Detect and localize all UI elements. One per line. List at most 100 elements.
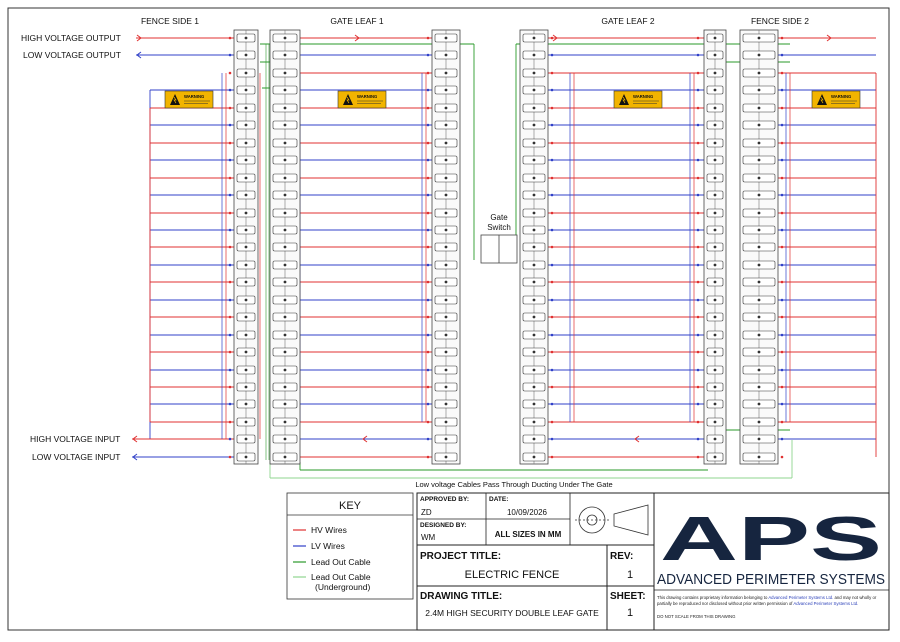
wire-node [426, 106, 430, 110]
wire-node [228, 141, 232, 145]
insulator-pin [532, 245, 536, 249]
title-block [416, 492, 890, 631]
disclaimer-link-1[interactable]: Advanced Perimeter Systems Ltd. [768, 595, 833, 600]
wire-node [228, 211, 232, 215]
wire-node [426, 333, 430, 337]
wire-node [426, 193, 430, 197]
wire-node [228, 36, 232, 40]
wire-node [696, 298, 700, 302]
warning-sign: WARNING [613, 90, 663, 109]
insulator-pin [713, 245, 717, 249]
sizes-note: ALL SIZES IN MM [495, 530, 562, 539]
wire-node [696, 333, 700, 337]
wire-node [426, 53, 430, 57]
warning-sign: WARNING [337, 90, 387, 109]
insulator-pin [713, 106, 717, 110]
post-layer [233, 29, 779, 465]
insulator-pin [244, 245, 248, 249]
wire-node [228, 228, 232, 232]
wire-node [426, 228, 430, 232]
insulator-pin [757, 141, 761, 145]
wire-node [696, 437, 700, 441]
insulator-pin [713, 228, 717, 232]
wire-node [780, 402, 784, 406]
arrow-right-icon [136, 34, 142, 42]
insulator-pin [757, 420, 761, 424]
key-box: KEY HV Wires LV Wires Lead Out Cable Lea… [286, 492, 414, 600]
wire-node [228, 455, 232, 459]
insulator-pin [283, 402, 287, 406]
insulator-pin [444, 228, 448, 232]
wire-node [696, 455, 700, 459]
wire-node [780, 53, 784, 57]
approved-by-value: ZD [421, 508, 432, 517]
insulator-pin [444, 420, 448, 424]
section-title-fence-side-2: FENCE SIDE 2 [751, 16, 809, 26]
project-title-label: PROJECT TITLE: [420, 551, 501, 562]
section-title-fence-side-1: FENCE SIDE 1 [141, 16, 199, 26]
insulator-pin [444, 350, 448, 354]
insulator-pin [757, 298, 761, 302]
wire-node [426, 245, 430, 249]
insulator-pin [444, 402, 448, 406]
insulator-pin [532, 385, 536, 389]
disclaimer-link-2[interactable]: Advanced Perimeter Systems Ltd. [793, 601, 858, 606]
warning-sign: WARNING [811, 90, 861, 109]
wire-node [550, 368, 554, 372]
third-angle-projection-icon [575, 504, 649, 536]
wire-node [696, 211, 700, 215]
insulator-pin [713, 193, 717, 197]
arrow-right-icon [552, 34, 558, 42]
wire-node [780, 280, 784, 284]
insulator-pin [532, 53, 536, 57]
wire-node [550, 88, 554, 92]
wire-node [426, 88, 430, 92]
insulator-pin [283, 350, 287, 354]
warning-triangle-icon [343, 94, 353, 105]
wire-node [780, 263, 784, 267]
insulator-pin [244, 315, 248, 319]
insulator-pin [713, 420, 717, 424]
designed-by-value: WM [421, 533, 436, 542]
sheet-label: SHEET: [610, 591, 646, 602]
wire-node [550, 333, 554, 337]
duct-note: Low voltage Cables Pass Through Ducting … [415, 480, 612, 489]
post-fence-side-2 [739, 29, 779, 465]
insulator-pin [244, 298, 248, 302]
wire-node [550, 106, 554, 110]
insulator-pin [244, 437, 248, 441]
insulator-pin [244, 385, 248, 389]
wire-node [550, 402, 554, 406]
post-gate-leaf-1-end [431, 29, 461, 465]
insulator-pin [444, 123, 448, 127]
arrow-left-icon [132, 435, 138, 443]
post-fence-side-1 [233, 29, 259, 465]
insulator-pin [244, 211, 248, 215]
wire-node [550, 123, 554, 127]
post-gate-leaf-1-hinge [269, 29, 301, 465]
wire-node [228, 71, 232, 75]
insulator-pin [757, 211, 761, 215]
insulator-pin [244, 420, 248, 424]
insulator-pin [532, 228, 536, 232]
insulator-pin [244, 263, 248, 267]
insulator-pin [757, 176, 761, 180]
lightning-icon [346, 96, 350, 104]
warning-sign-text: WARNING [357, 94, 377, 99]
wire-node [780, 333, 784, 337]
insulator-pin [283, 385, 287, 389]
rev-value: 1 [627, 569, 633, 581]
disclaimer-line3: DO NOT SCALE FROM THIS DRAWING [657, 614, 736, 619]
wire-node [780, 437, 784, 441]
insulator-pin [283, 88, 287, 92]
lightning-icon [173, 96, 177, 104]
wire-node [550, 315, 554, 319]
insulator-pin [244, 71, 248, 75]
key-title: KEY [339, 500, 362, 512]
insulator-pin [532, 333, 536, 337]
insulator-pin [244, 350, 248, 354]
post-gate-leaf-2-hinge [703, 29, 727, 465]
insulator-pin [444, 158, 448, 162]
hv-input-label: HIGH VOLTAGE INPUT [30, 434, 120, 444]
